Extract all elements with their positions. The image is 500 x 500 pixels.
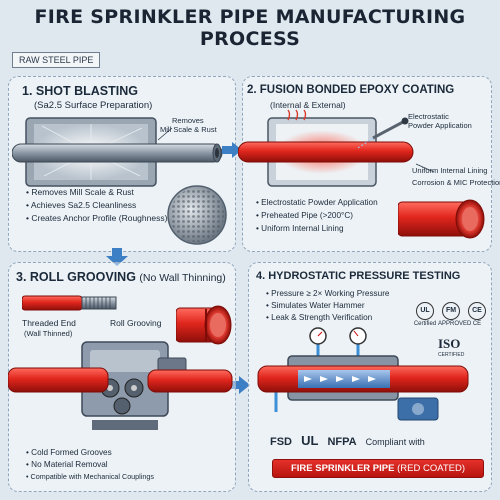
hydrostatic-bullet: Simulates Water Hammer: [266, 300, 390, 312]
hydrostatic-bullet: Leak & Strength Verification: [266, 312, 390, 324]
threaded-end-pipe: [22, 290, 122, 318]
hydrostatic-test-rig: [248, 326, 492, 426]
roll-grooving-machine: [8, 338, 236, 438]
epoxy-callout-mid-2: Corrosion & MIC Protection: [412, 178, 500, 187]
epoxy-callout-top-2: Powder Application: [408, 121, 472, 130]
red-coated-pipe-banner: FIRE SPRINKLER PIPE (RED COATED): [272, 459, 484, 478]
shot-blasting-bullet: Achieves Sa2.5 Cleanliness: [26, 199, 167, 212]
ul-cert-mark: UL: [416, 302, 434, 320]
roughness-closeup: [166, 184, 228, 246]
banner-note-text: (RED COATED): [397, 463, 465, 474]
epoxy-callout-mid-1: Uniform Internal Lining: [412, 166, 487, 175]
raw-steel-pipe-tag: RAW STEEL PIPE: [12, 52, 100, 68]
shot-blasting-bullets: Removes Mill Scale & Rust Achieves Sa2.5…: [26, 186, 167, 225]
roll-grooving-bullets: Cold Formed Grooves No Material Removal …: [26, 447, 154, 483]
compliant-with-text: Compliant with: [366, 437, 425, 447]
fm-approved-badge: FM APPROVED: [438, 302, 464, 327]
shot-blasting-heading: 1. SHOT BLASTING: [22, 84, 138, 98]
shot-blasting-bullet: Creates Anchor Profile (Roughness): [26, 212, 167, 225]
hydrostatic-heading: 4. HYDROSTATIC PRESSURE TESTING: [256, 270, 460, 282]
fm-cert-mark: FM: [442, 302, 460, 320]
shot-blasting-callout-line-1: Removes: [172, 116, 204, 125]
roll-grooving-title: 3. ROLL GROOVING: [16, 270, 136, 284]
roll-grooving-bullet: No Material Removal: [26, 459, 154, 471]
roll-grooving-label: Roll Grooving: [110, 318, 162, 328]
compliance-logos: FSD UL NFPA Compliant with: [270, 433, 431, 448]
ul-certified-badge: UL Certified: [412, 302, 438, 327]
shot-blasting-bullet: Removes Mill Scale & Rust: [26, 186, 167, 199]
hydrostatic-bullet: Pressure ≥ 2× Working Pressure: [266, 288, 390, 300]
page-title: FIRE SPRINKLER PIPE MANUFACTURING PROCES…: [0, 6, 500, 50]
banner-main-text: FIRE SPRINKLER PIPE: [291, 463, 394, 474]
nfpa-logo: NFPA: [327, 436, 356, 448]
ce-badge: CE CE: [464, 302, 490, 327]
ce-cert-mark: CE: [468, 302, 486, 320]
roll-grooving-bullet: Compatible with Mechanical Couplings: [26, 471, 154, 483]
fsd-logo: FSD: [270, 436, 292, 448]
ul-logo: UL: [301, 433, 318, 448]
epoxy-coating-bullet: Electrostatic Powder Application: [256, 196, 378, 209]
coated-pipe-closeup: [398, 188, 486, 250]
epoxy-coating-bullet: Preheated Pipe (>200°C): [256, 209, 378, 222]
roll-grooving-bullet: Cold Formed Grooves: [26, 447, 154, 459]
roll-grooving-heading: 3. ROLL GROOVING (No Wall Thinning): [16, 270, 226, 284]
threaded-end-label: Threaded End: [22, 318, 76, 328]
epoxy-coating-bullets: Electrostatic Powder Application Preheat…: [256, 196, 378, 235]
epoxy-callout-top-1: Electrostatic: [408, 112, 449, 121]
hydrostatic-bullets: Pressure ≥ 2× Working Pressure Simulates…: [266, 288, 390, 324]
epoxy-coating-bullet: Uniform Internal Lining: [256, 222, 378, 235]
roll-grooving-note: (No Wall Thinning): [139, 272, 225, 284]
shot-blasting-callout-line-2: Mill Scale & Rust: [160, 125, 217, 134]
epoxy-coating-heading: 2. FUSION BONDED EPOXY COATING: [247, 84, 454, 96]
threaded-end-note: (Wall Thinned): [24, 329, 72, 338]
